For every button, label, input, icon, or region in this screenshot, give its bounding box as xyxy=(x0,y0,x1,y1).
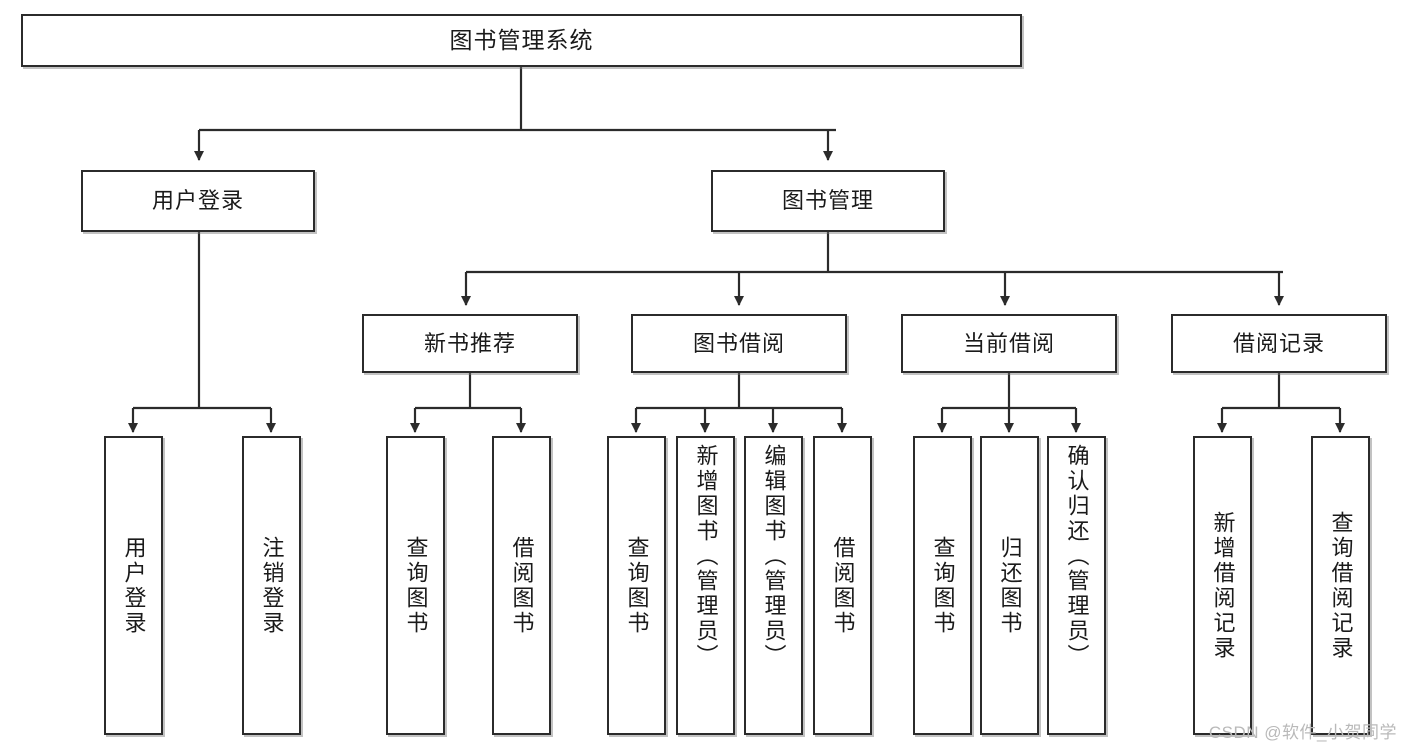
node-book-borrow[interactable]: 图书借阅 xyxy=(631,314,847,373)
node-book-borrow-label: 图书借阅 xyxy=(692,330,785,356)
node-book-manage[interactable]: 图书管理 xyxy=(711,170,945,232)
leaf-user-login[interactable]: 用户登录 xyxy=(104,436,163,735)
leaf-add-book[interactable]: 新增图书（管理员） xyxy=(676,436,735,735)
node-current-borrow[interactable]: 当前借阅 xyxy=(901,314,1117,373)
leaf-add-record-label: 新增借阅记录 xyxy=(1210,510,1236,661)
node-new-book-recommend[interactable]: 新书推荐 xyxy=(362,314,578,373)
node-root-label: 图书管理系统 xyxy=(449,26,594,53)
leaf-query-book-1-label: 查询图书 xyxy=(403,535,429,636)
leaf-add-book-label: 新增图书（管理员） xyxy=(693,444,719,669)
leaf-user-login-label: 用户登录 xyxy=(121,535,147,636)
node-book-manage-label: 图书管理 xyxy=(781,188,874,214)
node-user-login[interactable]: 用户登录 xyxy=(81,170,315,232)
leaf-edit-book-label: 编辑图书（管理员） xyxy=(761,444,787,669)
leaf-borrow-book-2[interactable]: 借阅图书 xyxy=(813,436,872,735)
leaf-user-logout[interactable]: 注销登录 xyxy=(242,436,301,735)
leaf-query-book-2-label: 查询图书 xyxy=(624,535,650,636)
leaf-query-book-1[interactable]: 查询图书 xyxy=(386,436,445,735)
leaf-query-record-label: 查询借阅记录 xyxy=(1328,510,1354,661)
node-root[interactable]: 图书管理系统 xyxy=(21,14,1022,67)
leaf-query-record[interactable]: 查询借阅记录 xyxy=(1311,436,1370,735)
leaf-borrow-book-1-label: 借阅图书 xyxy=(509,535,535,636)
leaf-query-book-3[interactable]: 查询图书 xyxy=(913,436,972,735)
leaf-borrow-book-2-label: 借阅图书 xyxy=(830,535,856,636)
csdn-watermark: CSDN @软件_小贺同学 xyxy=(1208,723,1397,742)
node-borrow-record-label: 借阅记录 xyxy=(1232,330,1325,356)
node-current-borrow-label: 当前借阅 xyxy=(962,330,1055,356)
node-new-book-recommend-label: 新书推荐 xyxy=(423,330,516,356)
leaf-edit-book[interactable]: 编辑图书（管理员） xyxy=(744,436,803,735)
leaf-return-book-label: 归还图书 xyxy=(997,535,1023,636)
leaf-confirm-return[interactable]: 确认归还（管理员） xyxy=(1047,436,1106,735)
leaf-return-book[interactable]: 归还图书 xyxy=(980,436,1039,735)
leaf-query-book-2[interactable]: 查询图书 xyxy=(607,436,666,735)
leaf-user-logout-label: 注销登录 xyxy=(259,535,285,636)
leaf-borrow-book-1[interactable]: 借阅图书 xyxy=(492,436,551,735)
node-user-login-label: 用户登录 xyxy=(151,188,244,214)
leaf-add-record[interactable]: 新增借阅记录 xyxy=(1193,436,1252,735)
node-borrow-record[interactable]: 借阅记录 xyxy=(1171,314,1387,373)
leaf-confirm-return-label: 确认归还（管理员） xyxy=(1064,444,1090,669)
leaf-query-book-3-label: 查询图书 xyxy=(930,535,956,636)
